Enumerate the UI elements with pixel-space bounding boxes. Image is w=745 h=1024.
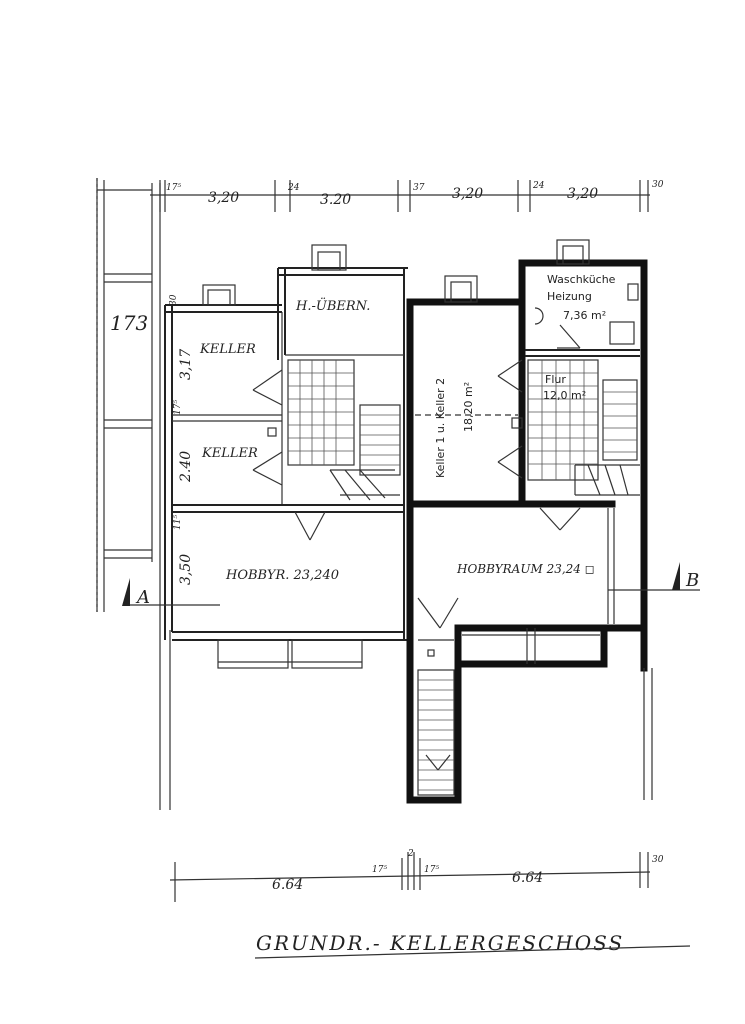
room-keller-top: KELLER [199,342,256,357]
dim-left-6: 3,50 [178,554,194,585]
dim-bottom-2: 17⁵ [372,865,387,875]
room-keller-1-2: Keller 1 u. Keller 2 [434,378,447,478]
section-mark-a: A [135,587,150,608]
dim-bottom-3: 2 [407,849,414,859]
room-waschkueche-2: Heizung [547,290,592,303]
dim-top-5: 37 [413,183,425,193]
left-note: 173 [110,311,148,335]
dim-top-6: 3,20 [452,186,483,202]
dim-left-3: 17⁵ [173,400,183,415]
section-marks: A B [122,562,699,608]
left-dimension-line: 30 3,17 17⁵ 2.40 11⁵ 3,50 [169,294,194,585]
room-flur-area: 12,0 m² [543,389,586,402]
room-waschkueche-1: Waschküche [547,273,616,286]
dim-bottom-1: 6.64 [272,877,303,893]
stair-left [287,359,401,501]
room-labels: KELLER KELLER H.-ÜBERN. HOBBYR. 23,240 K… [199,273,616,583]
plan-title: GRUNDR.- KELLERGESCHOSS [256,931,624,955]
room-hobby-right: HOBBYRAUM 23,24 ◻ [456,562,595,576]
left-unit [130,244,410,669]
dim-left-4: 2.40 [178,451,194,483]
stair-right [527,359,640,496]
room-h-uebern: H.-ÜBERN. [295,297,370,314]
dim-bottom-4: 17⁵ [424,865,439,875]
room-waschkueche-area: 7,36 m² [563,309,606,322]
drawing-title: GRUNDR.- KELLERGESCHOSS [254,931,691,959]
left-neighbour-building: 173 [96,178,171,810]
right-unit [406,239,700,804]
dim-left-5: 11⁵ [173,515,183,530]
dim-top-3: 24 [287,183,300,193]
dim-bottom-5: 6.64 [512,870,543,886]
dim-left-2: 3,17 [178,349,194,380]
dim-top-2: 3,20 [208,190,239,206]
section-mark-b: B [685,570,699,591]
dim-top-9: 30 [652,180,664,190]
room-flur: Flur [545,373,566,386]
bottom-dimension-line: 6.64 17⁵ 2 17⁵ 6.64 30 [169,849,664,902]
dim-top-7: 24 [532,181,545,191]
dim-top-4: 3.20 [320,192,351,208]
room-hobby-left: HOBBYR. 23,240 [225,568,339,583]
room-keller-bottom: KELLER [201,446,258,461]
dim-bottom-6: 30 [652,855,664,865]
dim-left-1: 30 [169,294,179,306]
dim-top-8: 3,20 [567,186,598,202]
top-dimension-line: 17⁵ 3,20 24 3.20 37 3,20 24 3,20 30 [150,180,664,212]
exterior-stair [417,669,455,796]
room-keller-1-2-area: 18,20 m² [462,382,475,432]
dim-top-1: 17⁵ [166,183,181,193]
